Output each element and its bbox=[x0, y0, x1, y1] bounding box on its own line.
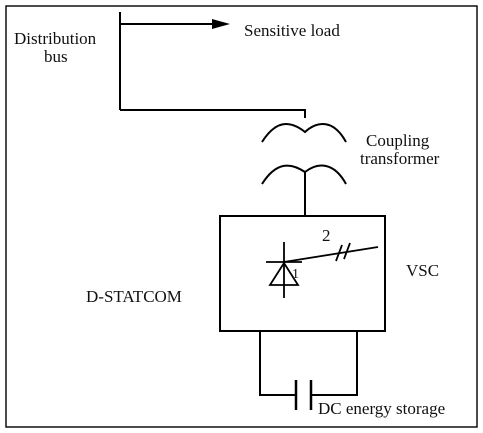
d-statcom-label: D-STATCOM bbox=[86, 287, 182, 306]
dc-energy-storage-label: DC energy storage bbox=[318, 399, 446, 418]
switch-terminal-2-label: 2 bbox=[322, 226, 331, 245]
distribution-bus-label-line1: Distribution bbox=[14, 29, 97, 48]
thyristor-icon bbox=[266, 242, 379, 298]
sensitive-load-label: Sensitive load bbox=[244, 21, 340, 40]
coupling-transformer-label-line2: transformer bbox=[360, 148, 440, 168]
gate-tick-2 bbox=[343, 242, 351, 260]
distribution-bus-label: Distribution bus bbox=[14, 30, 96, 66]
primary-winding bbox=[261, 123, 347, 143]
switch-terminal-1-label: 1 bbox=[292, 267, 299, 282]
distribution-bus-label-line2: bus bbox=[44, 46, 68, 66]
figure-frame bbox=[5, 5, 478, 428]
coupling-transformer-label: Coupling transformer bbox=[360, 131, 439, 168]
dc-wire-left bbox=[259, 331, 296, 396]
gate-tick-1 bbox=[335, 244, 343, 262]
vsc-block bbox=[219, 215, 386, 332]
switch-triangle bbox=[268, 261, 300, 286]
dc-wire-right bbox=[311, 331, 358, 396]
coupling-transformer-label-line1: Coupling bbox=[366, 131, 430, 150]
gate-lead bbox=[283, 246, 379, 263]
capacitor-icon bbox=[294, 380, 313, 410]
arrow-head-icon bbox=[212, 19, 230, 29]
transformer-branch-line bbox=[120, 109, 306, 118]
vsc-label: VSC bbox=[406, 261, 440, 280]
